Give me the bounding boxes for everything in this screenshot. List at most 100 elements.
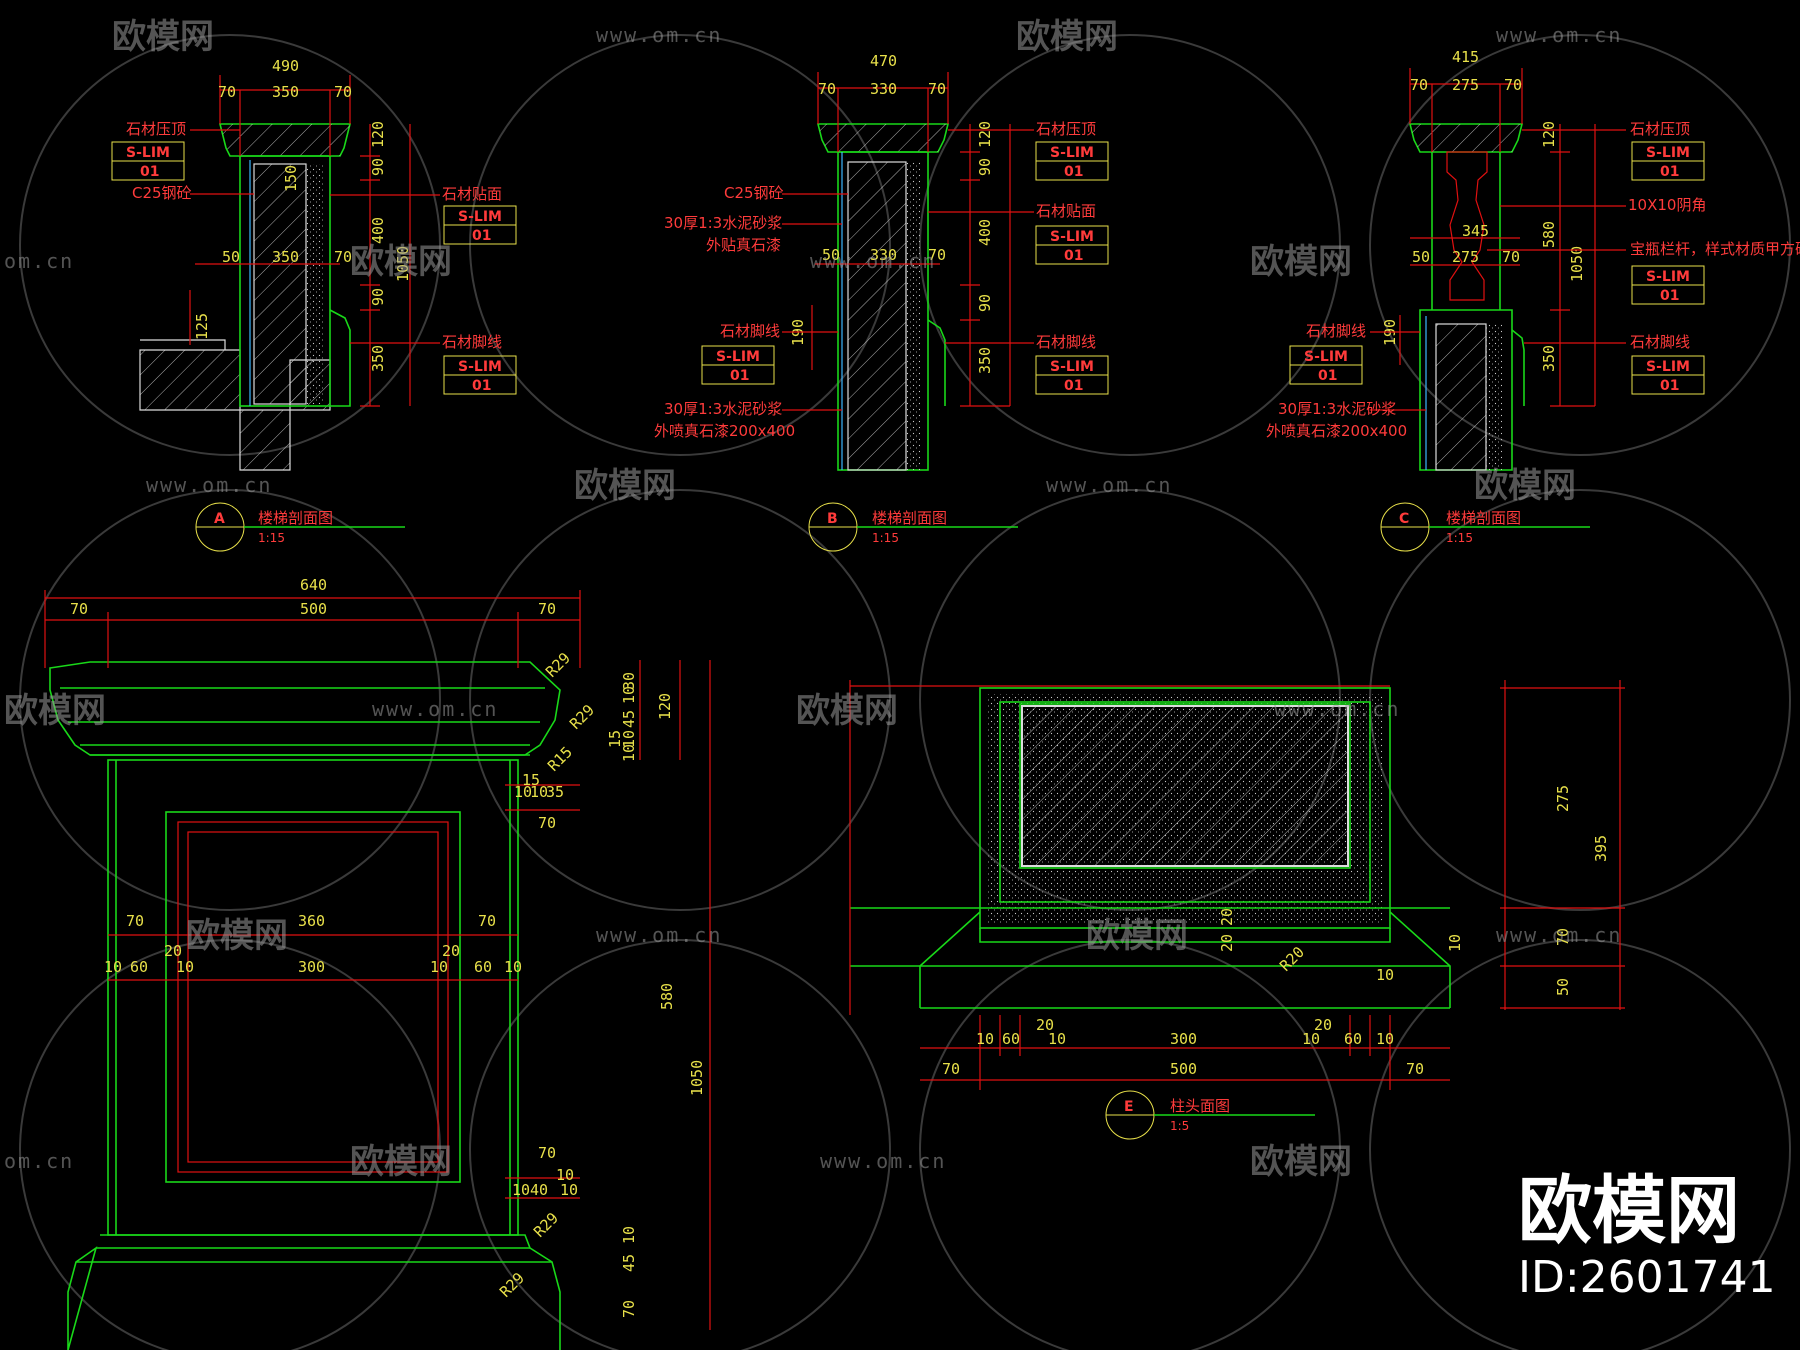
dim: 90 (369, 158, 387, 176)
dim: 330 (870, 80, 897, 98)
dim: 360 (298, 912, 325, 930)
dim: 10 (560, 1181, 578, 1199)
label: C25钢砼 (724, 184, 784, 202)
section-b: 470 70 330 70 120 90 400 90 350 50 330 7… (654, 52, 1109, 552)
dim: 40 (530, 1181, 548, 1199)
label: 石材脚线 (1036, 333, 1096, 351)
dim: 275 (1452, 76, 1479, 94)
brand-stamp: 欧模网 ID:2601741 (1518, 1168, 1776, 1303)
brand-id: ID:2601741 (1518, 1252, 1776, 1303)
label: 30厚1:3水泥砂浆 (664, 400, 782, 418)
svg-text:楼梯剖面图: 楼梯剖面图 (258, 509, 333, 527)
dim: 400 (976, 219, 994, 246)
dim: R29 (566, 701, 598, 733)
dim: 500 (300, 600, 327, 618)
dim: 20 (1314, 1016, 1332, 1034)
material-tag: S-LIM 01 (701, 345, 775, 385)
label: 外贴真石漆 (706, 236, 781, 254)
dim: 20 (442, 942, 460, 960)
dim: 70 (818, 80, 836, 98)
dim: 10 (530, 783, 548, 801)
dim: 45 (620, 1254, 638, 1272)
dim: 350 (1540, 345, 1558, 372)
material-tag: S-LIM 01 (443, 205, 517, 245)
watermark-url: om.cn (4, 1149, 74, 1173)
dim: 60 (1344, 1030, 1362, 1048)
dim: 50 (1412, 248, 1430, 266)
dim: 1050 (394, 246, 412, 282)
svg-text:01: 01 (472, 378, 491, 394)
label: 30厚1:3水泥砂浆 (664, 214, 782, 232)
dim: 15 (606, 730, 624, 748)
watermark-url: www.om.cn (1496, 23, 1622, 47)
section-c: 415 70 275 70 120 580 1050 350 345 50 27… (1266, 48, 1800, 552)
svg-text:01: 01 (1064, 248, 1083, 264)
dim: 350 (976, 347, 994, 374)
material-tag: S-LIM 01 (1289, 345, 1363, 385)
dim: 70 (126, 912, 144, 930)
dim: 350 (369, 345, 387, 372)
section-title: C 楼梯剖面图 1:15 (1380, 502, 1590, 552)
dim: 10 (504, 958, 522, 976)
watermark-url: www.om.cn (372, 697, 498, 721)
watermark-logo: 欧模网 (1016, 17, 1118, 57)
watermark-logo: 欧模网 (796, 691, 898, 731)
dim: 10 (512, 1181, 530, 1199)
dim: 20 (164, 942, 182, 960)
dim: 70 (538, 600, 556, 618)
watermark-logo: 欧模网 (350, 1142, 452, 1182)
dim: 20 (1218, 908, 1236, 926)
svg-text:S-LIM: S-LIM (716, 349, 760, 365)
label: 外喷真石漆200x400 (654, 422, 795, 440)
material-tag: S-LIM 01 (1035, 355, 1109, 395)
dim: 70 (334, 248, 352, 266)
dim: 70 (1410, 76, 1428, 94)
svg-text:楼梯剖面图: 楼梯剖面图 (872, 509, 947, 527)
svg-text:01: 01 (1064, 378, 1083, 394)
dim: 10 (1048, 1030, 1066, 1048)
dim: 70 (538, 1144, 556, 1162)
svg-text:楼梯剖面图: 楼梯剖面图 (1446, 509, 1521, 527)
svg-text:1:15: 1:15 (258, 531, 285, 545)
dim: 125 (193, 313, 211, 340)
dim: 10 (430, 958, 448, 976)
label: 外喷真石漆200x400 (1266, 422, 1407, 440)
dim: 50 (222, 248, 240, 266)
label: 石材贴面 (442, 185, 502, 203)
dim: 350 (272, 83, 299, 101)
svg-text:01: 01 (1660, 288, 1679, 304)
material-tag: S-LIM 01 (1631, 265, 1705, 305)
label: 石材压顶 (1630, 120, 1690, 138)
dim: 10 (1376, 1030, 1394, 1048)
dim: 10 (104, 958, 122, 976)
watermark-url: www.om.cn (146, 473, 272, 497)
watermark-url: www.om.cn (596, 923, 722, 947)
dim: 120 (656, 693, 674, 720)
watermark-url: www.om.cn (820, 1149, 946, 1173)
dim: 70 (942, 1060, 960, 1078)
label: 石材压顶 (1036, 120, 1096, 138)
dim: 415 (1452, 48, 1479, 66)
dim: 345 (1462, 222, 1489, 240)
dim: 70 (928, 80, 946, 98)
svg-text:S-LIM: S-LIM (1304, 349, 1348, 365)
watermark-logo: 欧模网 (1250, 242, 1352, 282)
dim: 70 (1504, 76, 1522, 94)
section-title: B 楼梯剖面图 1:15 (808, 502, 1018, 552)
dim: 400 (369, 217, 387, 244)
dim: 70 (928, 246, 946, 264)
dim: 45 (620, 710, 638, 728)
watermark-logo: 欧模网 (1086, 916, 1188, 956)
svg-text:C: C (1399, 511, 1409, 527)
dim: 70 (218, 83, 236, 101)
svg-text:S-LIM: S-LIM (1050, 145, 1094, 161)
label: 石材脚线 (1306, 322, 1366, 340)
dim: 10 (620, 744, 638, 762)
dim: 60 (130, 958, 148, 976)
label: C25钢砼 (132, 184, 192, 202)
section-title: E 柱头面图 1:5 (1105, 1090, 1315, 1140)
svg-text:01: 01 (472, 228, 491, 244)
watermark-logo: 欧模网 (574, 466, 676, 506)
svg-text:1:15: 1:15 (1446, 531, 1473, 545)
dim: 120 (369, 121, 387, 148)
